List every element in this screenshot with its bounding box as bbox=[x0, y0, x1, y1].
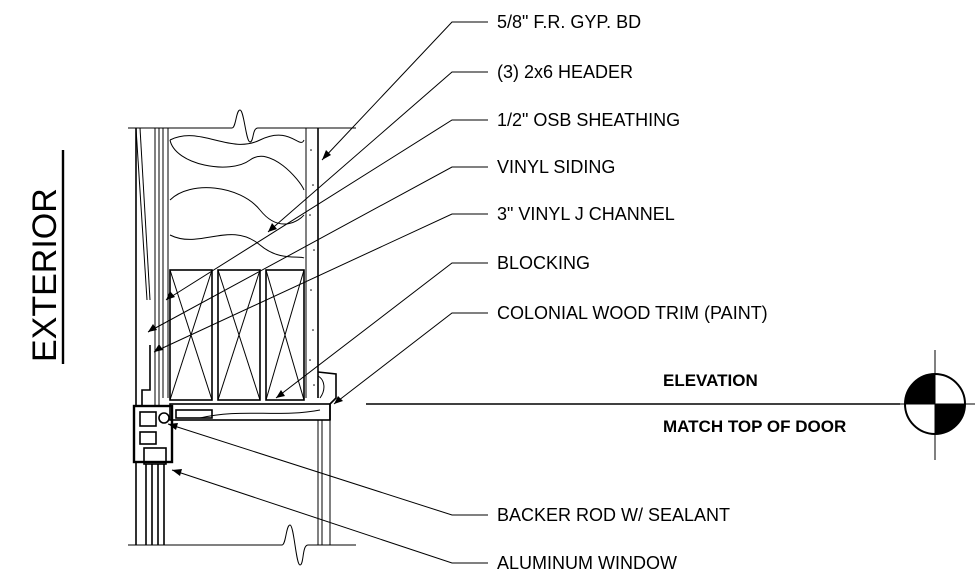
callout-siding: VINYL SIDING bbox=[497, 157, 615, 177]
insulation-wave-4 bbox=[169, 234, 305, 259]
gyp-stipple bbox=[309, 149, 315, 386]
window-head-chamber-2 bbox=[139, 431, 157, 445]
insulation-wave-1 bbox=[169, 134, 305, 145]
leader-trim bbox=[333, 312, 488, 405]
elevation-sublabel: MATCH TOP OF DOOR bbox=[663, 417, 846, 436]
leader-window bbox=[171, 469, 488, 564]
callout-header: (3) 2x6 HEADER bbox=[497, 62, 633, 82]
siding-profile-2 bbox=[139, 127, 151, 301]
callout-window: ALUMINUM WINDOW bbox=[497, 553, 677, 573]
elevation-marker-icon bbox=[900, 350, 975, 460]
bottom-break-line bbox=[128, 524, 356, 566]
leader-blocking bbox=[275, 262, 488, 399]
leader-osb bbox=[165, 119, 488, 301]
colonial-trim-profile bbox=[317, 371, 337, 420]
top-break-line bbox=[128, 109, 356, 143]
leader-backer bbox=[167, 423, 488, 516]
j-channel bbox=[141, 345, 151, 405]
colonial-trim-curve bbox=[317, 375, 325, 399]
leaders bbox=[147, 21, 488, 564]
exterior-label: EXTERIOR bbox=[26, 188, 64, 362]
window-head-chamber-1 bbox=[139, 411, 157, 427]
window-head-stop bbox=[175, 409, 213, 419]
insulation-wave-2 bbox=[169, 139, 305, 191]
wall-section bbox=[128, 109, 356, 545]
leader-header bbox=[267, 71, 488, 233]
sash-head bbox=[143, 447, 167, 465]
blocking-grain bbox=[199, 409, 321, 419]
callout-jchannel: 3" VINYL J CHANNEL bbox=[497, 204, 675, 224]
callout-osb: 1/2" OSB SHEATHING bbox=[497, 110, 680, 130]
callout-blocking: BLOCKING bbox=[497, 253, 590, 273]
leader-jchannel bbox=[153, 213, 488, 353]
aluminum-window bbox=[132, 404, 213, 545]
leader-siding bbox=[147, 166, 488, 333]
backer-rod bbox=[158, 412, 170, 424]
leader-gyp bbox=[321, 21, 488, 161]
exterior-label-group: EXTERIOR bbox=[26, 188, 64, 362]
siding-profile-1 bbox=[135, 127, 148, 301]
window-head-frame bbox=[132, 404, 174, 464]
elevation-label: ELEVATION bbox=[663, 371, 758, 390]
callout-trim: COLONIAL WOOD TRIM (PAINT) bbox=[497, 303, 768, 323]
insulation-wave-3 bbox=[169, 187, 305, 225]
callout-backer: BACKER ROD W/ SEALANT bbox=[497, 505, 730, 525]
callout-gyp: 5/8" F.R. GYP. BD bbox=[497, 12, 641, 32]
